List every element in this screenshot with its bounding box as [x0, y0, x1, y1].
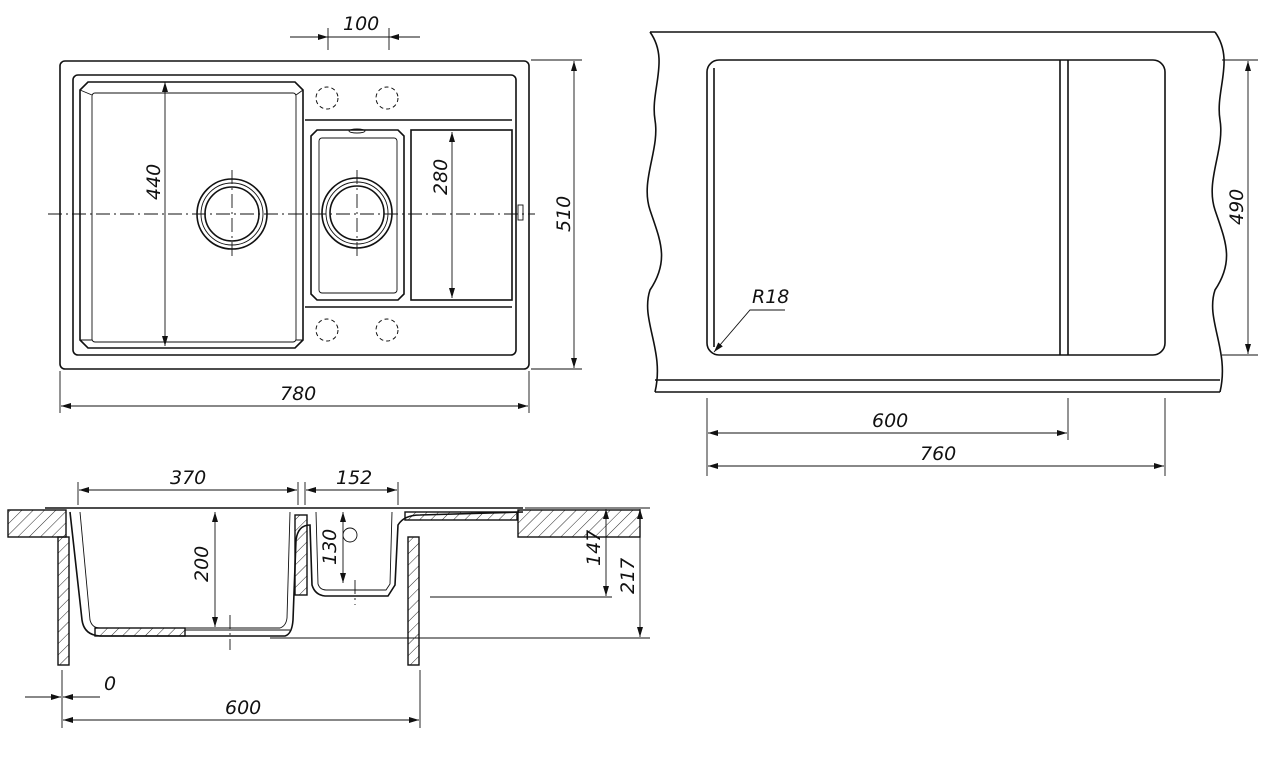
countertop-right	[517, 509, 641, 538]
countertop-left	[7, 509, 67, 538]
sink-inner-rim	[72, 74, 517, 356]
dim-small-total-height: 147	[583, 530, 605, 566]
dim-small-bowl-depth: 130	[319, 529, 341, 565]
cabinet-wall-right	[407, 536, 420, 666]
countertop-break-left	[646, 31, 663, 393]
dim-width: 780	[280, 383, 316, 405]
dim-big-bowl-depth: 200	[191, 546, 213, 582]
sink-outline	[59, 60, 530, 370]
tap-hole	[375, 318, 399, 342]
tap-hole	[315, 318, 339, 342]
dim-depth: 510	[553, 196, 575, 232]
main-bowl	[79, 81, 304, 349]
cabinet-wall-left	[57, 536, 70, 666]
big-bowl-inner	[79, 511, 291, 629]
countertop-break-right	[1211, 31, 1228, 393]
tap-hole	[375, 86, 399, 110]
overflow-slot	[517, 204, 524, 221]
drainer-ledges	[305, 119, 512, 308]
dim-section-cabinet: 600	[225, 697, 261, 719]
dim-big-bowl-width: 370	[170, 467, 206, 489]
section-view: 370 152 200 130 147 217 0 600	[7, 467, 650, 728]
dim-total-height: 217	[617, 558, 639, 594]
dim-hole-spacing: 100	[343, 13, 379, 35]
small-bowl-inner	[315, 511, 393, 591]
tap-hole	[315, 86, 339, 110]
dim-bowl-length: 440	[143, 164, 165, 200]
top-view: 100 440 280 510 780	[48, 13, 582, 413]
main-bowl-inner	[91, 92, 297, 343]
dim-cutout-cabinet: 600	[872, 410, 908, 432]
dim-small-bowl-length: 280	[430, 159, 452, 195]
dim-cutout-width: 760	[920, 443, 956, 465]
dim-offset: 0	[104, 673, 116, 695]
cutout-view: R18 490 600 760	[646, 31, 1258, 476]
dim-radius: R18	[752, 286, 789, 308]
small-bowl	[310, 129, 405, 301]
drainer-area	[410, 129, 513, 301]
dim-cutout-height: 490	[1226, 189, 1248, 225]
dim-small-bowl-width: 152	[336, 467, 372, 489]
cutout-outline	[706, 59, 1166, 356]
